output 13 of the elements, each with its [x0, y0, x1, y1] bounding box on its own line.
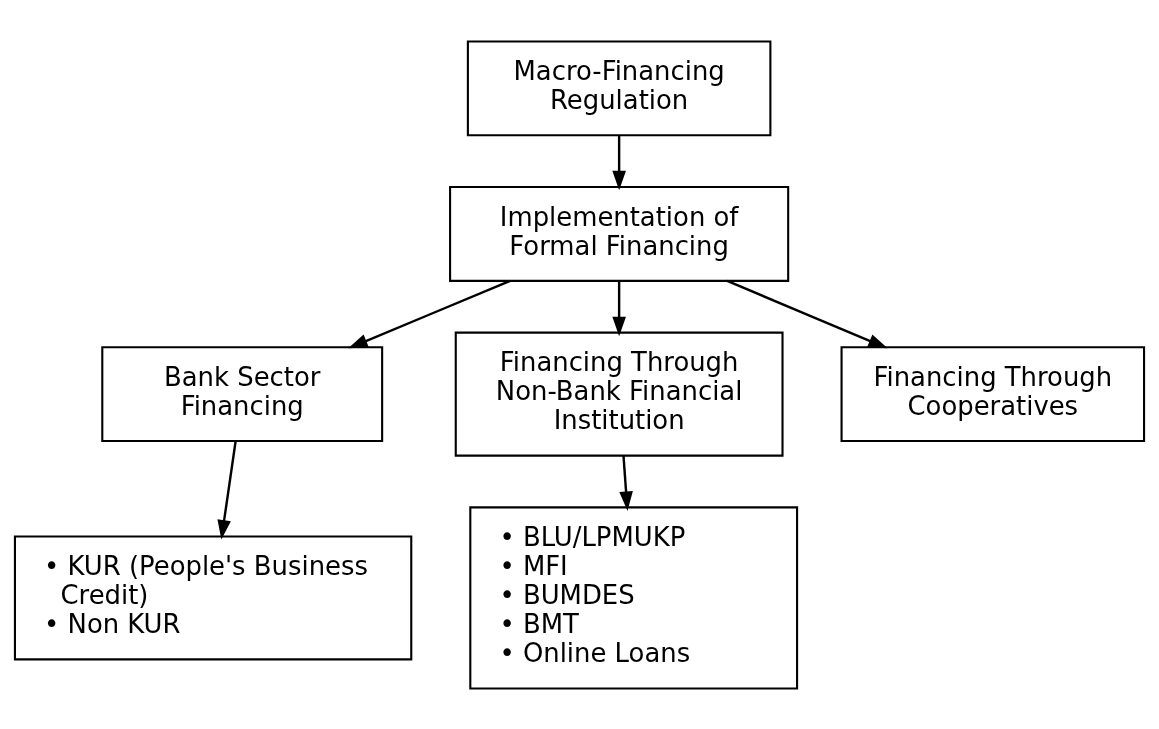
node-box: Financing Through Non-Bank Financial Institution [454, 331, 784, 457]
arrow [619, 455, 633, 511]
node-box: Implementation of Formal Financing [449, 185, 790, 282]
arrow [726, 279, 888, 348]
node-box: • KUR (People's Business Credit) • Non KUR [13, 534, 413, 660]
node-box: • BLU/LPMUKP • MFI • BUMDES • BMT • Online Loans [469, 505, 799, 690]
arrow [612, 280, 626, 336]
arrow [217, 440, 237, 539]
node-box: Macro-Financing Regulation [466, 39, 772, 136]
node-box: Financing Through Cooperatives [840, 345, 1146, 442]
node-box: Bank Sector Financing [101, 345, 384, 442]
arrow [348, 279, 511, 348]
arrow [612, 135, 626, 190]
